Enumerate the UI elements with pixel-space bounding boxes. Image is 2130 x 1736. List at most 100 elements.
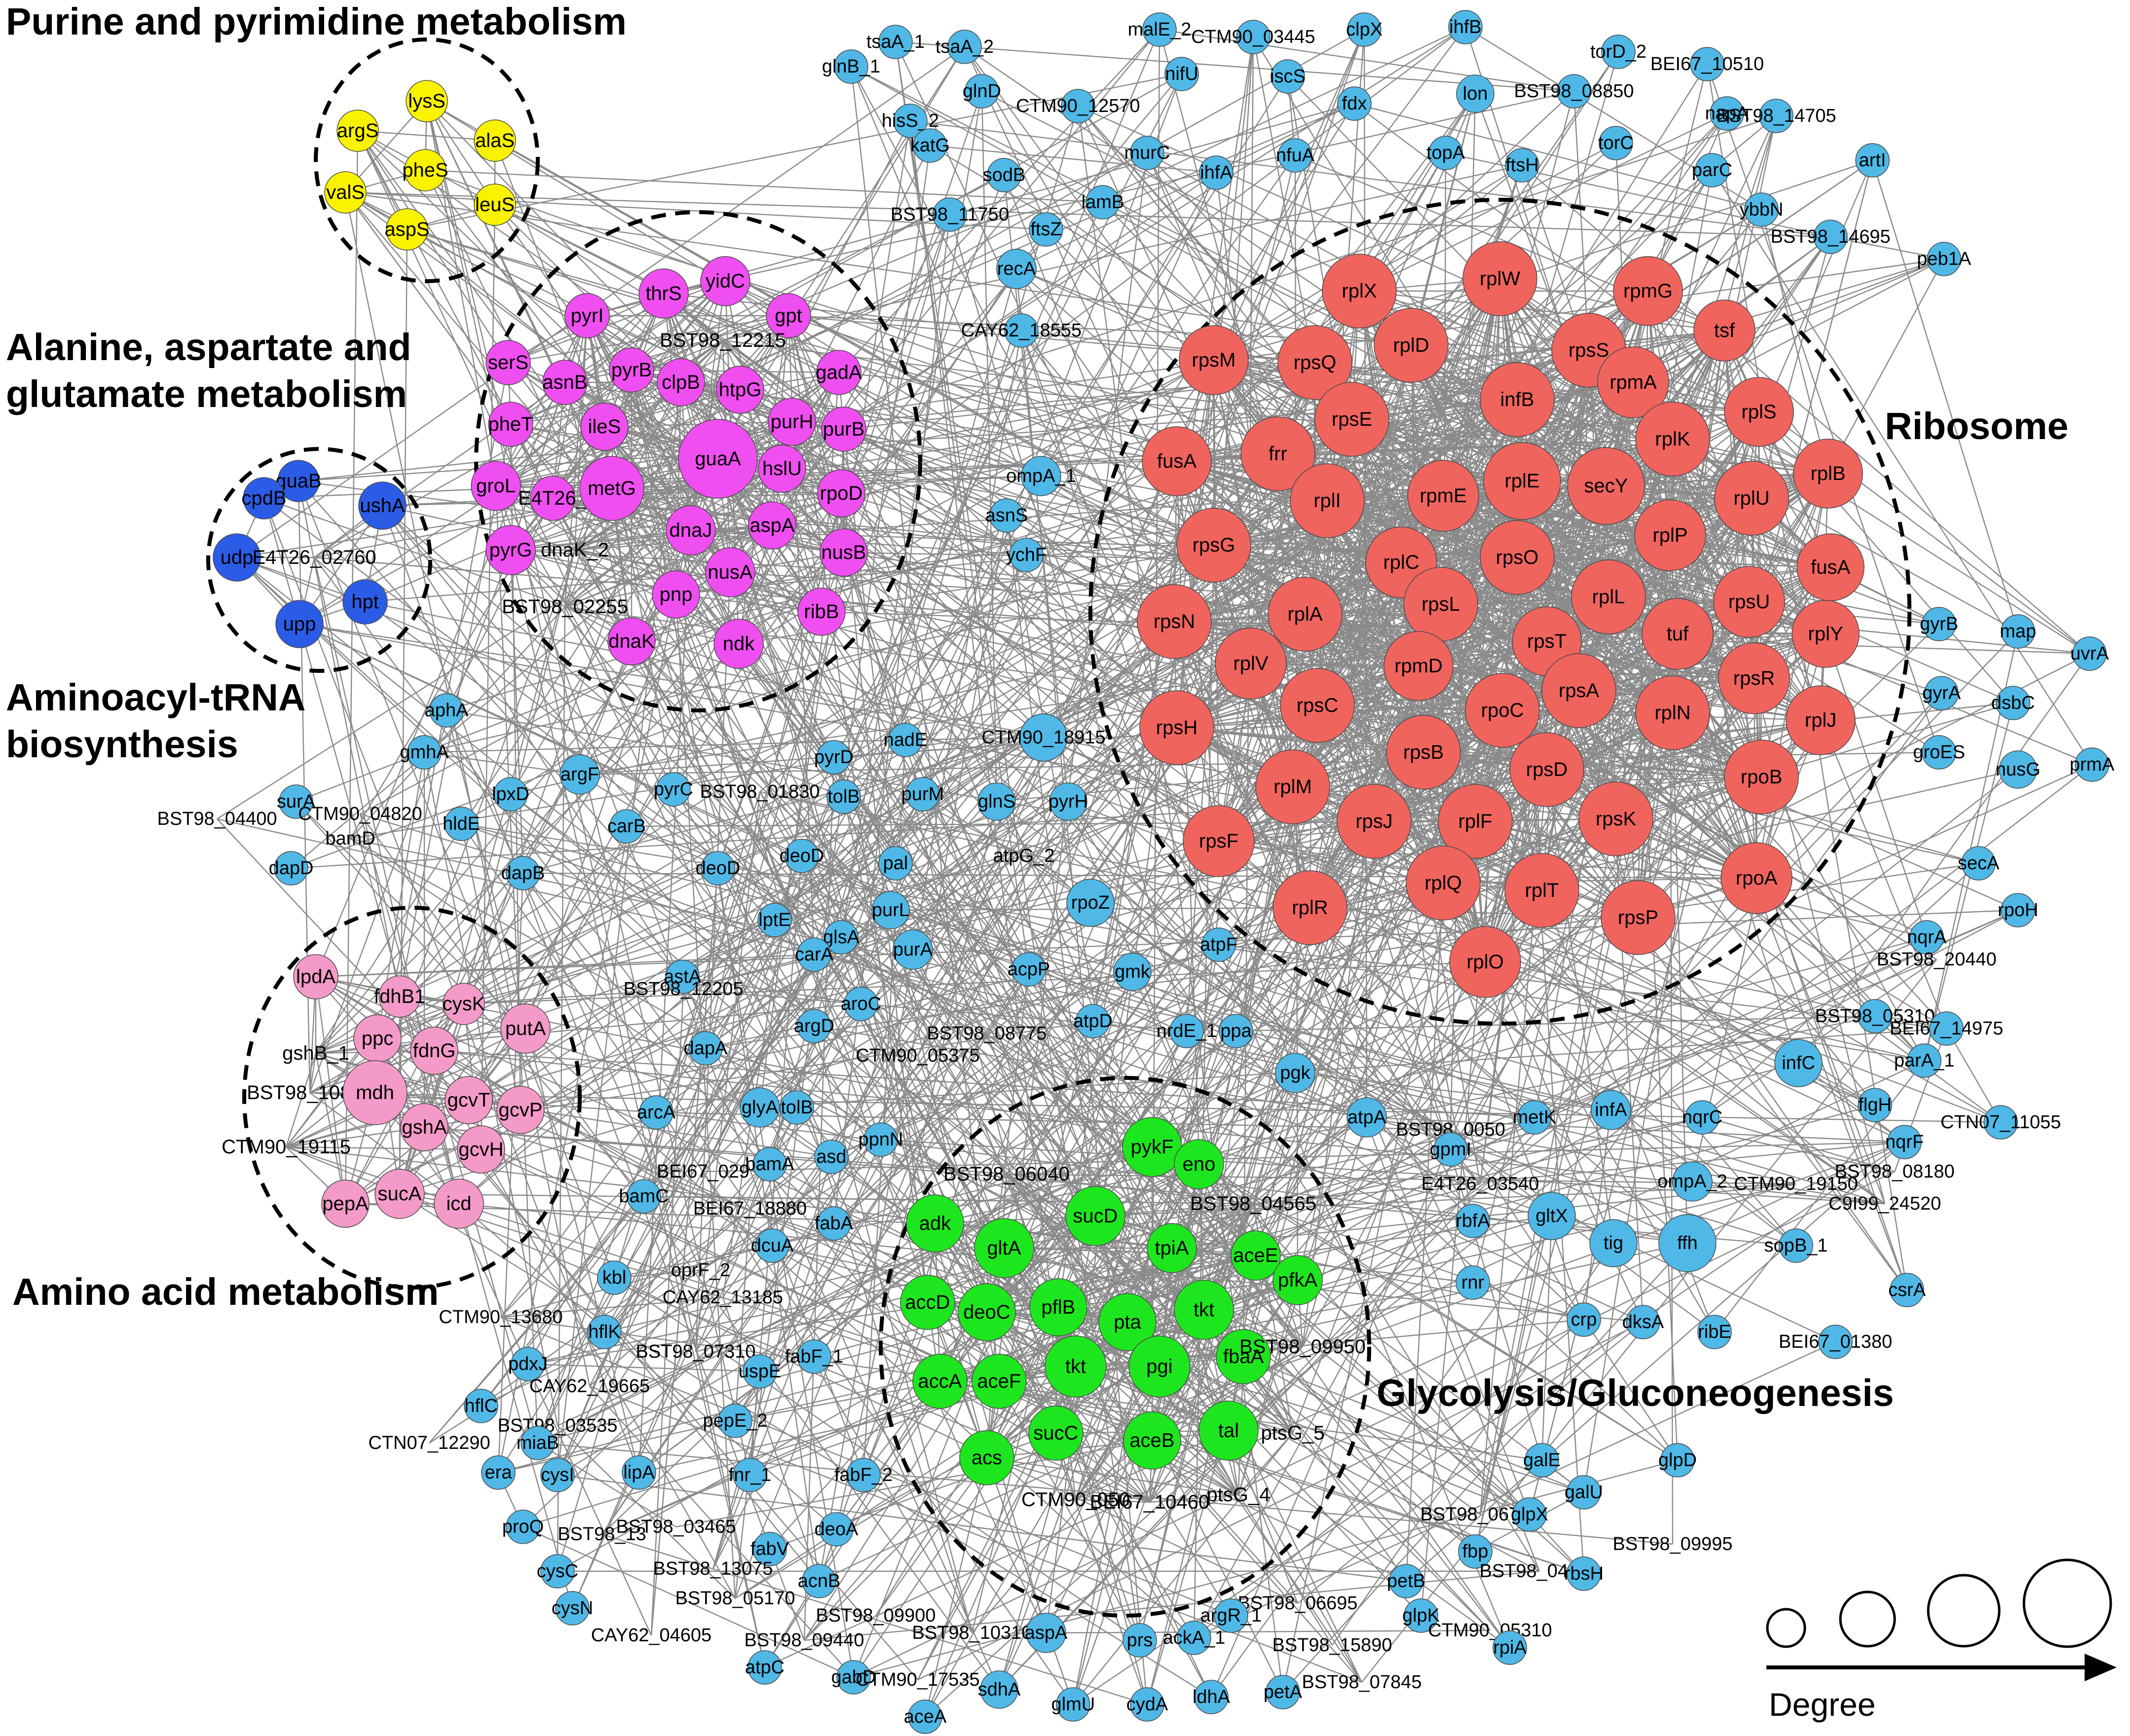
node-vals [324, 171, 367, 214]
node-cyda [1130, 1687, 1164, 1722]
node-label-rpsa: rpsA [1559, 680, 1600, 702]
node-dapb [506, 856, 540, 890]
edge [360, 813, 1000, 1690]
node-gabd [836, 1660, 871, 1695]
edge [986, 1033, 1584, 1574]
node-label-glsa: glsA [823, 927, 860, 948]
edge [1016, 103, 1355, 270]
edge [1243, 1356, 1584, 1493]
node-label-pepa: pepA [322, 1193, 369, 1215]
node-rpsa [1541, 653, 1616, 728]
cluster-ring-ribosome [1088, 198, 1911, 1026]
node-label-gpmi: gpmI [1430, 1139, 1471, 1160]
node-fdx [1337, 86, 1372, 121]
node-args [336, 110, 379, 152]
edge [263, 498, 640, 1473]
node-gyra [1924, 676, 1959, 710]
node-label-rpsm: rpsM [1192, 349, 1236, 371]
node-nqrc [1685, 1100, 1719, 1135]
node-label-rpso: rpsO [1496, 547, 1539, 568]
node-purb [821, 406, 866, 452]
node-label-acca: accA [918, 1370, 962, 1392]
node-label-bst98-03465: BST98_03465 [616, 1516, 736, 1537]
edge [1945, 1028, 2002, 1123]
node-rpoc [1465, 673, 1540, 748]
node-gltx [1528, 1192, 1576, 1240]
node-label-vals: valS [326, 182, 365, 203]
node-label-deoc: deoC [963, 1301, 1010, 1323]
edge [524, 594, 677, 1029]
edge [345, 191, 1831, 238]
node-label-argd: argD [794, 1016, 834, 1036]
node-ppnn [863, 1122, 898, 1157]
node-ompa-2 [1672, 1161, 1713, 1202]
node-lpda [293, 954, 338, 999]
edge [1292, 786, 1542, 891]
node-label-flgh: flgH [1858, 1095, 1892, 1115]
edge [1146, 495, 1444, 1705]
edge [525, 1028, 1195, 1638]
node-label-rpli: rplI [1313, 490, 1341, 512]
node-dksa [1626, 1305, 1660, 1339]
node-label-gshb-1: gshB_1 [282, 1042, 349, 1064]
node-aceb [1123, 1411, 1181, 1470]
edge [357, 130, 1885, 1204]
node-label-uvra: uvrA [2070, 643, 2109, 664]
node-deod-2 [785, 839, 819, 873]
node-ribe [1697, 1315, 1732, 1349]
node-rpln [1635, 675, 1710, 750]
edge [344, 130, 359, 1204]
node-label-nusa: nusA [708, 561, 752, 583]
node-label-alas: alaS [475, 130, 515, 151]
node-rpod [817, 469, 865, 517]
edge [497, 594, 677, 1473]
node-udp [213, 533, 261, 582]
node-label-bst98-08180: BST98_08180 [1835, 1161, 1955, 1182]
node-label-bst98-12205: BST98_12205 [624, 979, 744, 999]
node-label-glpx: glpX [1511, 1504, 1548, 1525]
node-dcua [755, 1228, 789, 1263]
node-label-gltx: gltX [1535, 1206, 1568, 1226]
node-rpsr [1718, 642, 1790, 714]
node-lyss [406, 80, 448, 122]
node-ppa [1219, 1014, 1253, 1048]
node-label-rpst: rpsT [1527, 630, 1567, 652]
edge [1798, 653, 2090, 1064]
edge [1405, 883, 1444, 1582]
node-label-rplv: rplV [1233, 653, 1268, 674]
node-pyri [564, 293, 610, 338]
node-dnaj [666, 505, 716, 555]
node-hpt [342, 579, 388, 625]
node-nusb [820, 528, 868, 577]
node-asnb [542, 360, 588, 405]
node-rpia [1493, 1630, 1527, 1665]
node-label-bst98-03535: BST98_03535 [498, 1415, 618, 1436]
edge [481, 1148, 1239, 1496]
edge [315, 29, 1160, 1054]
node-label-rplf: rplF [1458, 811, 1493, 832]
edge [722, 164, 1523, 341]
node-label-usha: ushA [360, 495, 405, 517]
node-ychf [1009, 538, 1044, 572]
edge [1198, 1164, 1294, 1434]
node-thrs [638, 268, 689, 319]
node-deod [701, 851, 735, 886]
node-label-frr: frr [1269, 443, 1287, 465]
node-htpg [716, 366, 764, 414]
node-label-argf: argF [561, 764, 599, 785]
node-label-pfka: pfkA [1278, 1269, 1317, 1291]
node-clpb [657, 358, 705, 406]
node-sdha [980, 1670, 1018, 1709]
node-label-suca: sucA [378, 1183, 422, 1205]
node-label-ctm90-04820: CTM90_04820 [298, 804, 422, 824]
edge [1194, 1341, 1836, 1639]
edge [730, 572, 1153, 1147]
node-label-arti: artI [1859, 150, 1886, 171]
edge [1152, 961, 1486, 1441]
node-era [481, 1455, 516, 1490]
node-rplb [1793, 439, 1863, 509]
node-label-arca: arcA [637, 1102, 676, 1123]
node-label-ndk: ndk [723, 633, 755, 655]
node-hlde [444, 807, 479, 841]
node-label-tuf: tuf [1667, 623, 1689, 645]
